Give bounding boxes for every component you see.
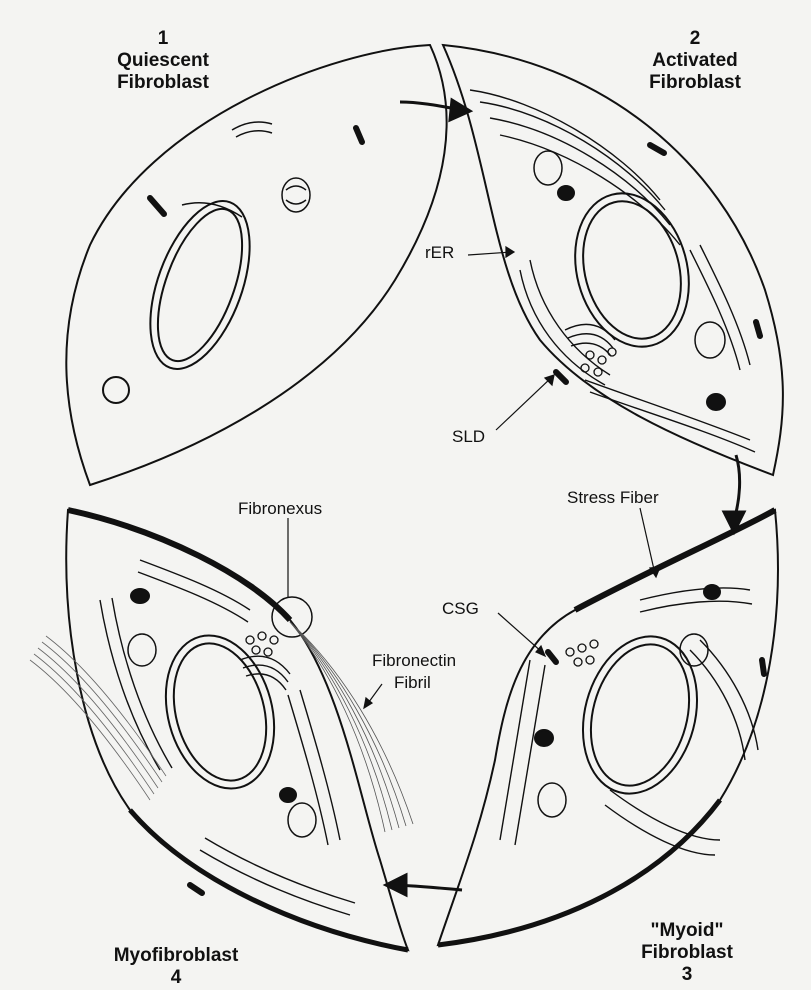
stage-3-name-line2: Fibroblast — [622, 942, 752, 964]
stage-4-title: Myofibroblast 4 — [96, 945, 256, 989]
stage-1-name-line2: Fibroblast — [98, 72, 228, 94]
stage-2-name-line1: Activated — [630, 50, 760, 72]
label-sld: SLD — [452, 426, 485, 448]
label-fibronectin-fibril: Fibronectin Fibril — [372, 650, 456, 694]
label-csg: CSG — [442, 598, 479, 620]
label-rer: rER — [425, 242, 454, 264]
stage-3-name-line1: "Myoid" — [622, 920, 752, 942]
stage-3-number: 3 — [622, 964, 752, 986]
label-fibronexus: Fibronexus — [238, 498, 322, 520]
stage-2-name-line2: Fibroblast — [630, 72, 760, 94]
stage-3-title: "Myoid" Fibroblast 3 — [622, 920, 752, 986]
stage-2-number: 2 — [630, 28, 760, 50]
label-stress-fiber: Stress Fiber — [567, 487, 659, 509]
stage-4-name-line1: Myofibroblast — [96, 945, 256, 967]
stage-2-title: 2 Activated Fibroblast — [630, 28, 760, 94]
stage-1-number: 1 — [98, 28, 228, 50]
stage-1-title: 1 Quiescent Fibroblast — [98, 28, 228, 94]
label-fibronectin-line2: Fibril — [372, 672, 456, 694]
stage-4-number: 4 — [96, 967, 256, 989]
stage-1-name-line1: Quiescent — [98, 50, 228, 72]
label-fibronectin-line1: Fibronectin — [372, 650, 456, 672]
